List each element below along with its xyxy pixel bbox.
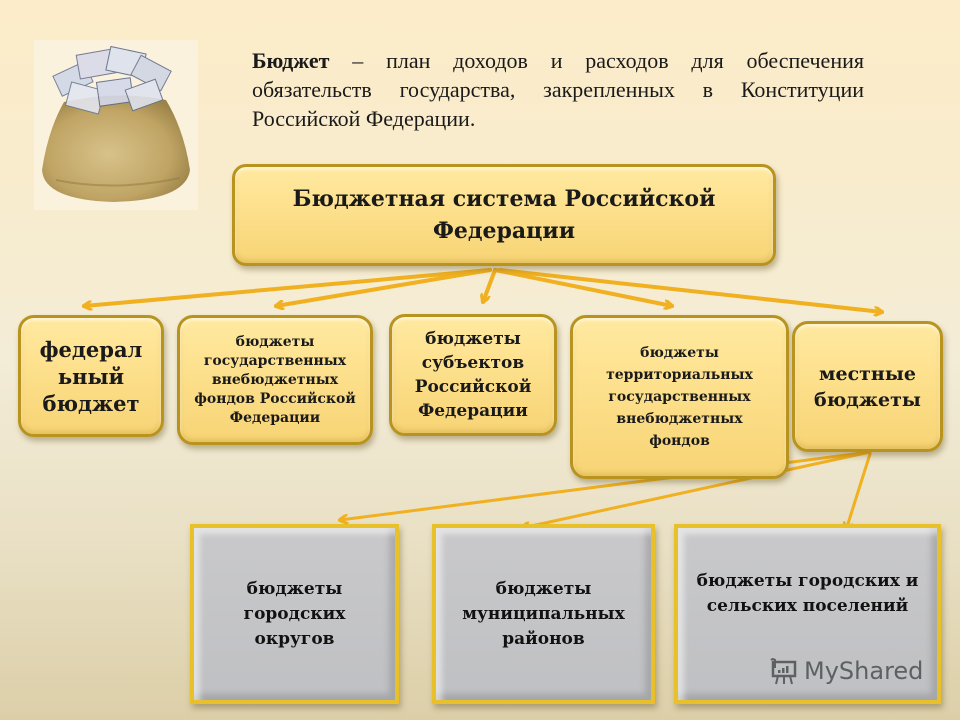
money-bag-icon bbox=[34, 40, 198, 210]
municipal-districts-box: бюджеты муниципальных районов bbox=[432, 524, 655, 704]
budget-definition: Бюджет – план доходов и расходов для обе… bbox=[252, 46, 864, 133]
root-label: Бюджетная система Российской Федерации bbox=[292, 186, 716, 244]
state-extrabudgetary-funds-label: бюджеты государственных внебюджетных фон… bbox=[194, 333, 356, 426]
presentation-board-icon bbox=[770, 658, 797, 685]
definition-term: Бюджет bbox=[252, 48, 330, 73]
state-extrabudgetary-funds-box: бюджеты государственных внебюджетных фон… bbox=[177, 315, 373, 445]
territorial-funds-box: бюджеты территориальных государственных … bbox=[570, 315, 789, 479]
definition-text: – план доходов и расходов для обеспечени… bbox=[252, 48, 864, 131]
myshared-watermark: MyShared bbox=[768, 656, 923, 686]
federal-subjects-box: бюджеты субъектов Российской Федерации bbox=[389, 314, 557, 436]
city-districts-box: бюджеты городских округов bbox=[190, 524, 399, 704]
watermark-text: MyShared bbox=[804, 657, 924, 685]
local-budgets-box: местные бюджеты bbox=[792, 321, 943, 452]
federal-budget-label: федерал ьный бюджет bbox=[39, 336, 143, 416]
federal-subjects-label: бюджеты субъектов Российской Федерации bbox=[414, 329, 532, 421]
local-budgets-label: местные бюджеты bbox=[814, 362, 921, 411]
federal-budget-box: федерал ьный бюджет bbox=[18, 315, 164, 437]
settlements-label: бюджеты городских и сельских поселений bbox=[696, 571, 919, 616]
settlements-box: бюджеты городских и сельских поселений bbox=[674, 524, 941, 704]
territorial-funds-label: бюджеты территориальных государственных … bbox=[606, 345, 753, 449]
city-districts-label: бюджеты городских округов bbox=[243, 578, 346, 649]
municipal-districts-label: бюджеты муниципальных районов bbox=[462, 578, 625, 649]
root-budget-system: Бюджетная система Российской Федерации bbox=[232, 164, 776, 266]
